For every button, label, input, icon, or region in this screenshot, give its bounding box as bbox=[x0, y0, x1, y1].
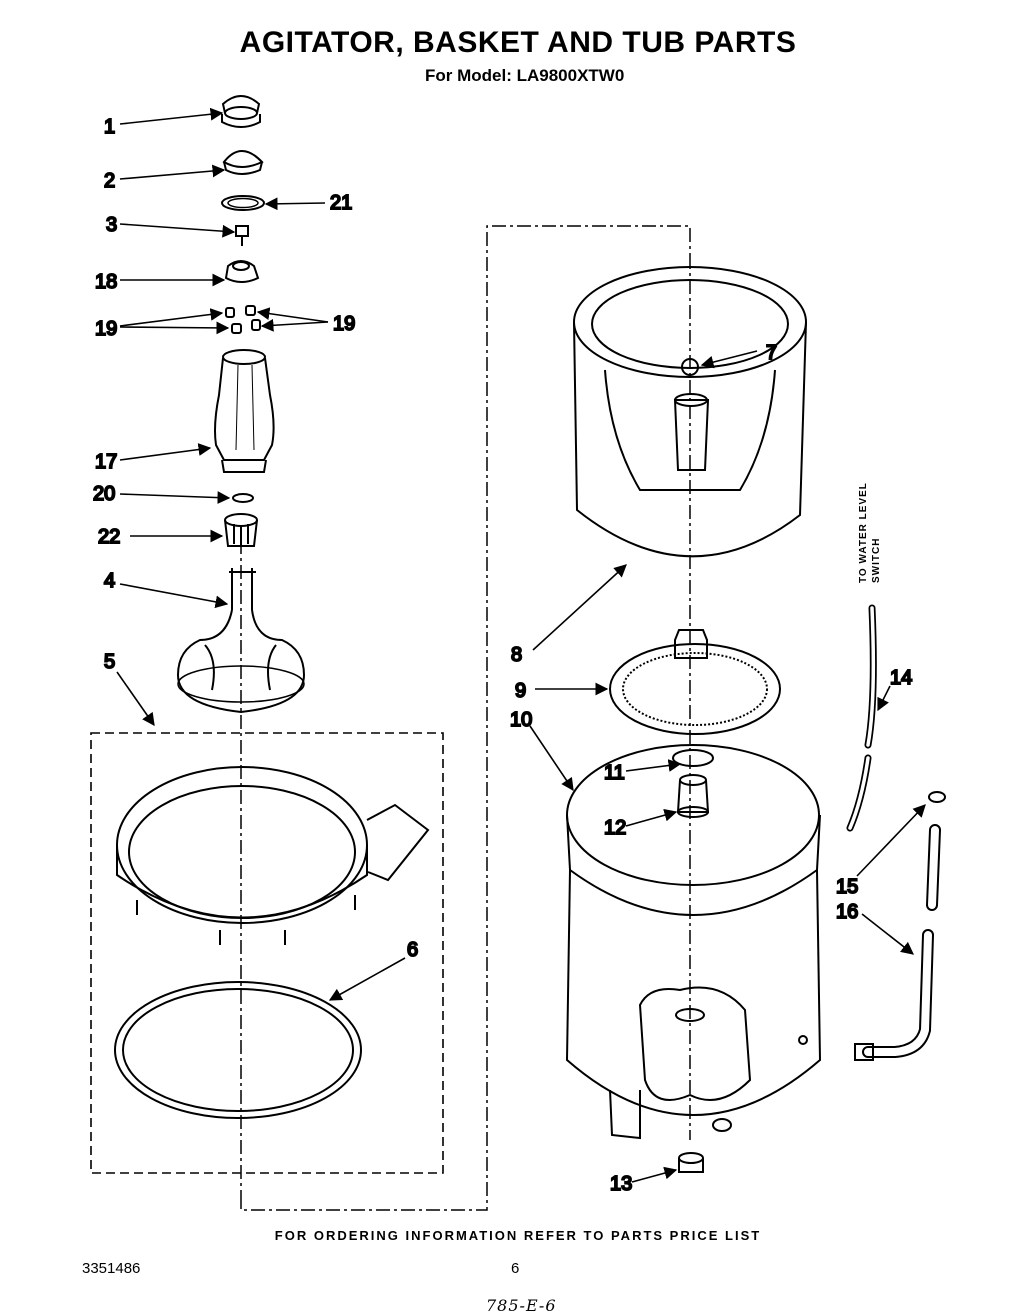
callout-3: 3 bbox=[106, 214, 117, 236]
outer-tub-part bbox=[565, 744, 822, 1140]
wash-basket-part bbox=[573, 266, 807, 558]
callout-6: 6 bbox=[407, 939, 418, 961]
dog-retainer-part bbox=[224, 260, 260, 283]
retaining-ring-part bbox=[672, 749, 714, 767]
callout-9: 9 bbox=[515, 680, 526, 702]
callout-2: 2 bbox=[104, 170, 115, 192]
drain-plug-part bbox=[678, 1152, 704, 1173]
callout-20: 20 bbox=[93, 483, 115, 505]
water-level-switch-label: TO WATER LEVEL SWITCH bbox=[858, 482, 882, 583]
callout-14: 14 bbox=[890, 667, 912, 689]
callout-8: 8 bbox=[511, 644, 522, 666]
cap-cover-part bbox=[222, 150, 264, 175]
agitator-base-part bbox=[176, 568, 306, 714]
tub-seal-ring-part bbox=[114, 981, 362, 1119]
ordering-info-footer: FOR ORDERING INFORMATION REFER TO PARTS … bbox=[274, 1228, 762, 1243]
connector-path bbox=[240, 225, 691, 1211]
o-ring-part bbox=[221, 195, 265, 211]
callout-18: 18 bbox=[95, 271, 117, 293]
hose-clamp-part bbox=[928, 791, 946, 803]
handwritten-note: 785-E-6 bbox=[486, 1296, 557, 1315]
callout-12: 12 bbox=[604, 817, 626, 839]
seal-ring-part bbox=[232, 493, 254, 503]
callout-13: 13 bbox=[610, 1173, 632, 1195]
callout-15: 15 bbox=[836, 876, 858, 898]
callout-4: 4 bbox=[104, 570, 115, 592]
tub-ring-part bbox=[116, 766, 430, 945]
callout-19-left: 19 bbox=[95, 318, 117, 340]
agitator-dogs-part bbox=[225, 305, 261, 334]
callout-7: 7 bbox=[766, 342, 777, 364]
svg-text:TO WATER LEVEL: TO WATER LEVEL bbox=[858, 482, 869, 583]
callout-16: 16 bbox=[836, 901, 858, 923]
cam-part bbox=[224, 513, 258, 547]
callout-21: 21 bbox=[330, 192, 352, 214]
page-number: 6 bbox=[511, 1260, 520, 1277]
callout-10: 10 bbox=[510, 709, 532, 731]
callout-1: 1 bbox=[104, 116, 115, 138]
bearing-seal-part bbox=[676, 774, 710, 818]
callout-11: 11 bbox=[604, 762, 625, 784]
callout-17: 17 bbox=[95, 451, 117, 473]
callout-5: 5 bbox=[104, 651, 115, 673]
callout-19-right: 19 bbox=[333, 313, 355, 335]
document-number: 3351486 bbox=[82, 1260, 141, 1277]
screw-part bbox=[235, 225, 249, 246]
page-title: AGITATOR, BASKET AND TUB PARTS bbox=[239, 26, 797, 59]
svg-text:SWITCH: SWITCH bbox=[871, 538, 882, 583]
leader-lines bbox=[116, 107, 926, 1183]
agitator-barrel-part bbox=[214, 349, 275, 473]
model-subtitle: For Model: LA9800XTW0 bbox=[425, 66, 625, 85]
tub-ring-group-box bbox=[90, 732, 444, 1174]
agitator-cap-part bbox=[221, 95, 261, 128]
callout-22: 22 bbox=[98, 526, 120, 548]
basket-drive-ring-part bbox=[609, 629, 781, 735]
